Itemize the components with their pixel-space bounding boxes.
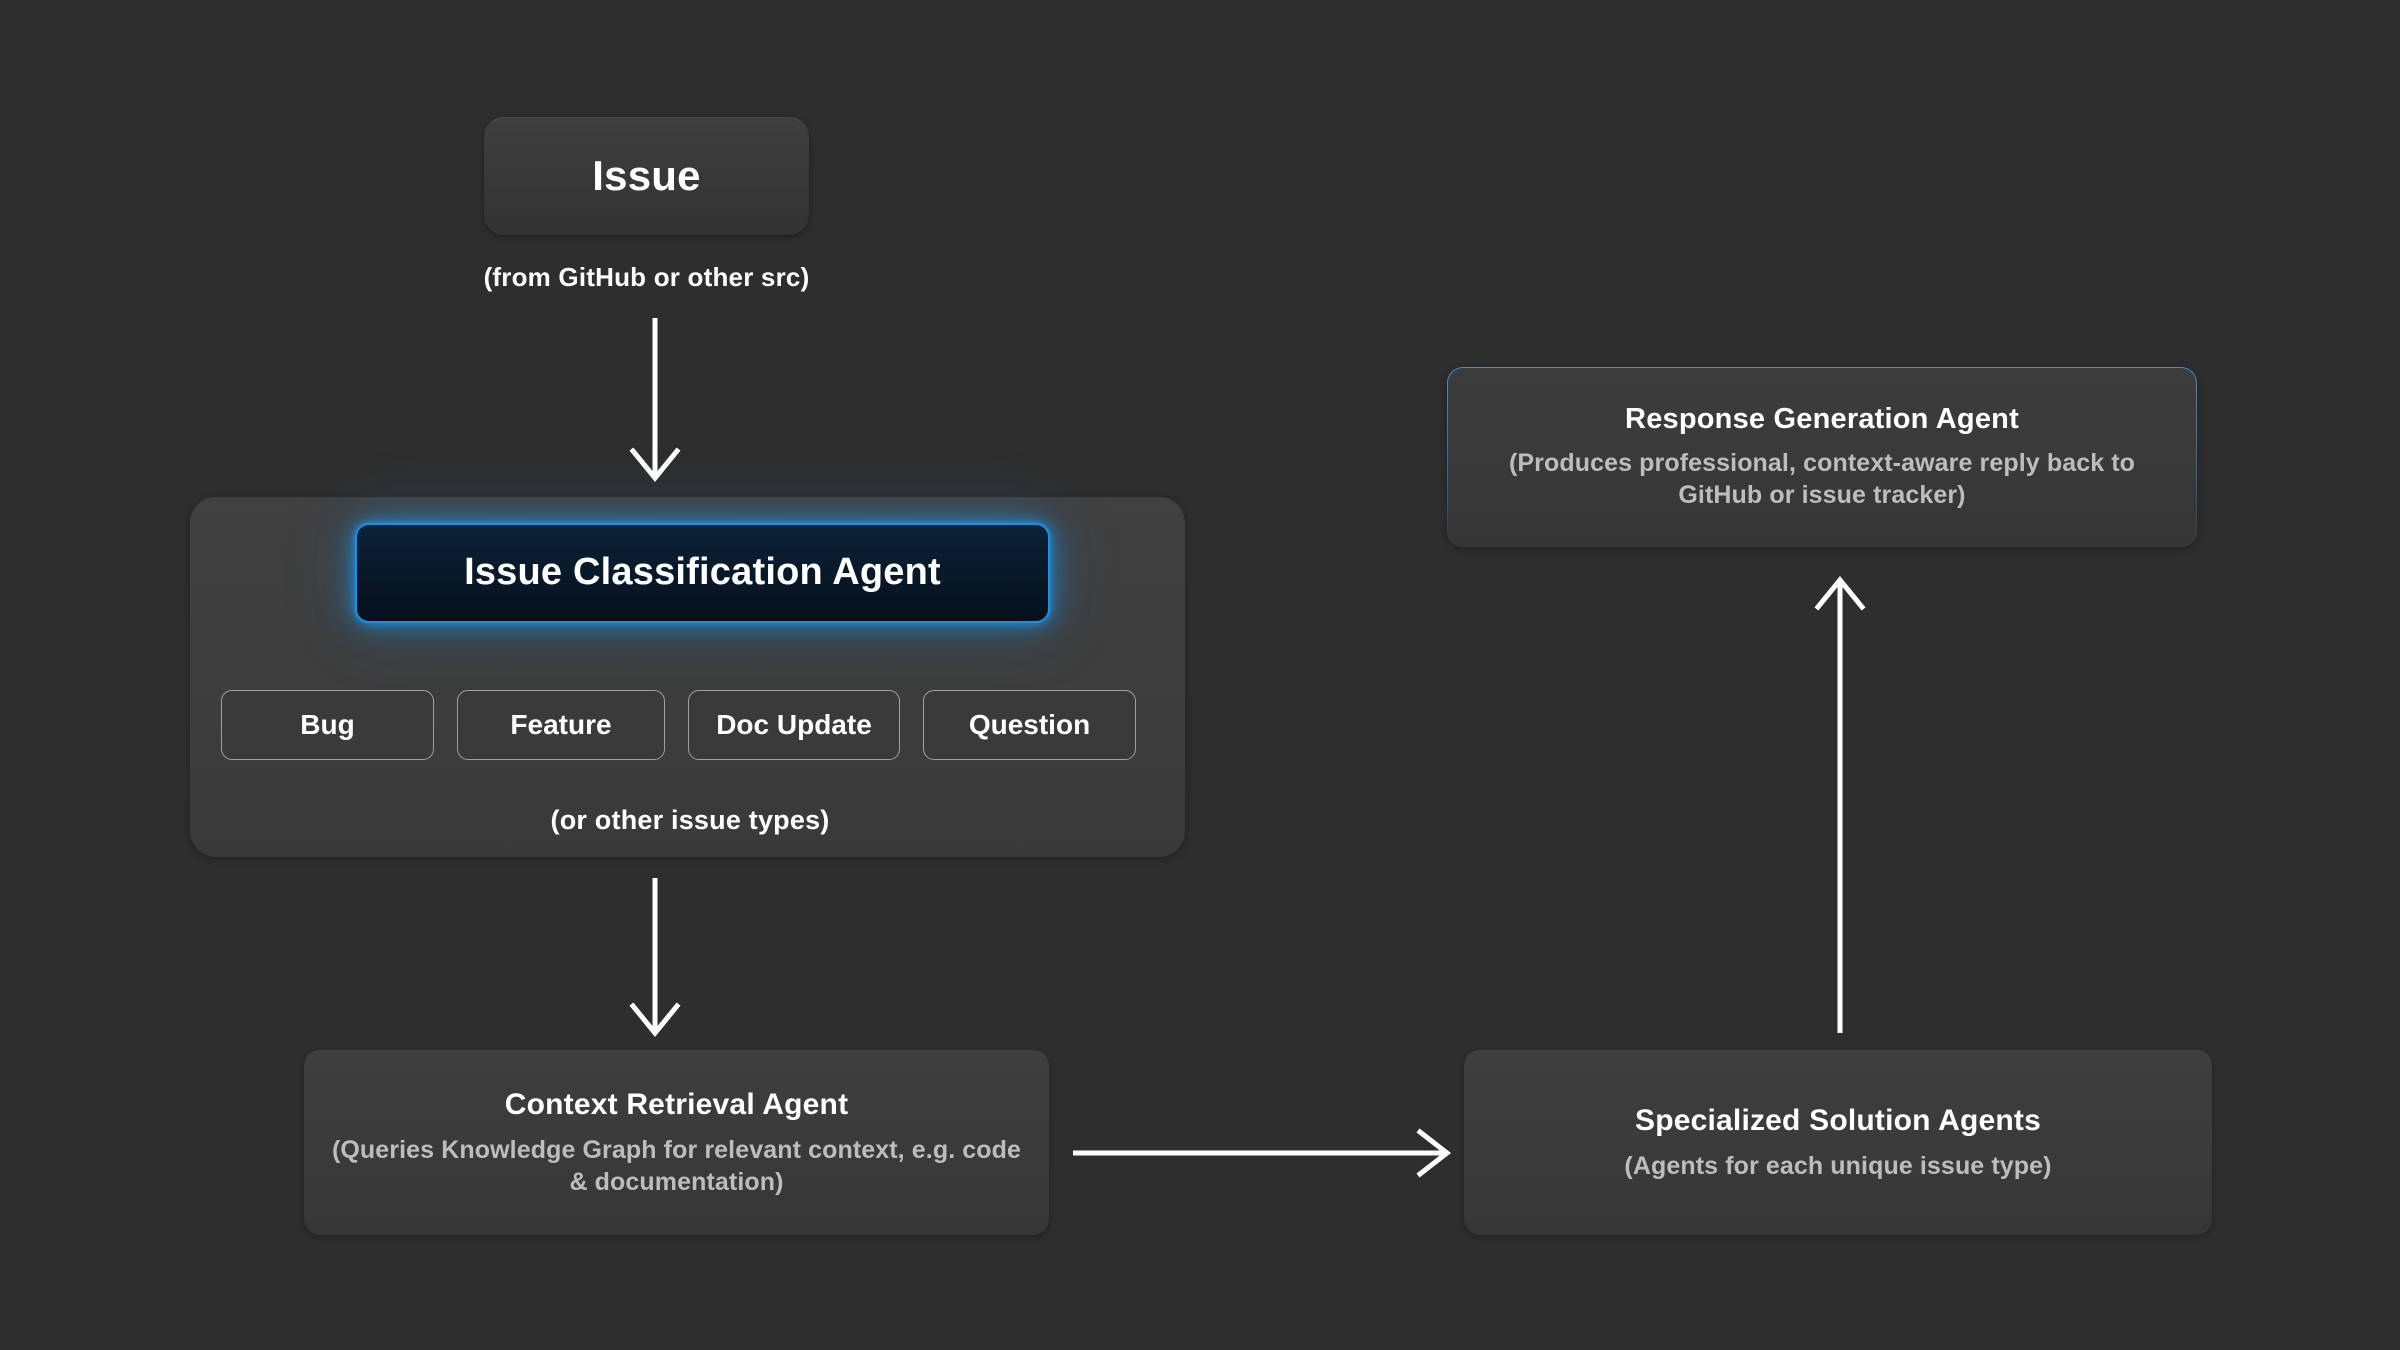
chip-bug-label: Bug bbox=[300, 709, 355, 740]
issue-title: Issue bbox=[592, 152, 701, 200]
chip-bug[interactable]: Bug bbox=[221, 690, 434, 760]
node-issue[interactable]: Issue bbox=[484, 117, 809, 235]
arrow-context-to-solution bbox=[1073, 1128, 1452, 1178]
arrow-solution-to-response bbox=[1814, 576, 1866, 1033]
issue-caption: (from GitHub or other src) bbox=[483, 262, 810, 292]
node-issue-classification-agent[interactable]: Issue Classification Agent bbox=[355, 523, 1050, 623]
chip-doc-update[interactable]: Doc Update bbox=[688, 690, 900, 760]
context-retrieval-subtitle: (Queries Knowledge Graph for relevant co… bbox=[331, 1135, 1022, 1196]
issue-type-chip-row: Bug Feature Doc Update Question bbox=[221, 690, 1151, 760]
chip-doc-update-label: Doc Update bbox=[716, 709, 872, 740]
classification-agent-title: Issue Classification Agent bbox=[464, 551, 941, 594]
specialized-solution-title: Specialized Solution Agents bbox=[1634, 1103, 2041, 1137]
chip-question[interactable]: Question bbox=[923, 690, 1136, 760]
node-specialized-solution-agents[interactable]: Specialized Solution Agents (Agents for … bbox=[1464, 1050, 2212, 1235]
node-response-generation-agent[interactable]: Response Generation Agent (Produces prof… bbox=[1447, 367, 2197, 547]
context-retrieval-title: Context Retrieval Agent bbox=[504, 1088, 849, 1122]
arrow-issue-to-classifier bbox=[629, 318, 681, 482]
classification-caption: (or other issue types) bbox=[550, 805, 830, 835]
chip-feature-label: Feature bbox=[510, 709, 612, 740]
arrow-classifier-to-context bbox=[629, 878, 681, 1037]
specialized-solution-subtitle: (Agents for each unique issue type) bbox=[1624, 1152, 2052, 1181]
node-context-retrieval-agent[interactable]: Context Retrieval Agent (Queries Knowled… bbox=[304, 1050, 1049, 1235]
response-generation-subtitle: (Produces professional, context-aware re… bbox=[1508, 448, 2136, 509]
response-generation-title: Response Generation Agent bbox=[1625, 403, 2019, 436]
chip-question-label: Question bbox=[968, 709, 1091, 740]
chip-feature[interactable]: Feature bbox=[457, 690, 665, 760]
